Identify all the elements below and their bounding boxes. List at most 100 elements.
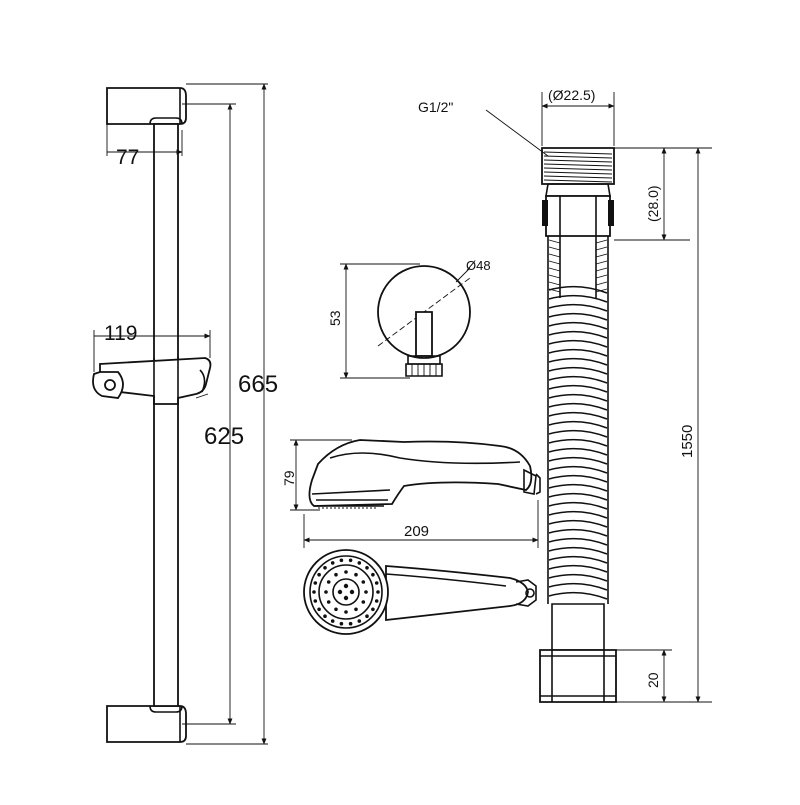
nozzle-dot: [374, 599, 379, 603]
hose-coil: [548, 528, 608, 537]
nozzle-dot: [323, 614, 327, 618]
nozzle-dot: [317, 607, 321, 612]
hose-coil: [548, 246, 608, 251]
nozzle-dot: [323, 566, 327, 570]
hose-coil: [548, 366, 608, 375]
nozzle-dot: [374, 581, 379, 585]
hose-coil: [548, 281, 608, 286]
hose-coil: [548, 288, 608, 293]
hose-coil: [548, 510, 608, 519]
nozzle-dot: [343, 583, 349, 589]
nozzle-dot: [334, 607, 338, 612]
handset-side-view: [290, 439, 541, 548]
nozzle-dot: [343, 595, 349, 601]
nozzle-dot: [354, 572, 358, 577]
hose-coil: [548, 546, 608, 555]
nozzle-dot: [344, 610, 348, 614]
hose-coil: [548, 260, 608, 265]
outlet-height-label: 53: [327, 310, 343, 326]
nozzle-dot: [365, 566, 369, 570]
hose-coil: [548, 402, 608, 411]
hose-thread-label: G1/2": [418, 99, 453, 115]
nozzle-dot: [371, 572, 375, 577]
nozzle-dot: [344, 570, 348, 574]
hose-coil: [548, 519, 608, 528]
hose-coil: [548, 483, 608, 492]
hose-coil: [548, 294, 608, 303]
nozzle-dot: [317, 572, 321, 577]
hose-coil: [548, 303, 608, 312]
rail-inner-height-label: 625: [204, 423, 244, 450]
rail-width-label: 77: [116, 146, 139, 169]
hose-coil: [548, 555, 608, 564]
nozzle-dot: [337, 589, 343, 595]
hose-coil: [548, 267, 608, 272]
hose-coil: [548, 274, 608, 279]
hose-coil: [548, 330, 608, 339]
hose-coil: [548, 501, 608, 510]
handset-height-label: 79: [281, 470, 297, 486]
hose-coil: [548, 582, 608, 591]
hose-coil: [548, 411, 608, 420]
holder-width-label: 119: [104, 322, 137, 345]
hose-coil: [548, 474, 608, 483]
hose-coil: [548, 420, 608, 429]
hose-coil: [548, 253, 608, 258]
hose-coil: [548, 339, 608, 348]
hose-coil: [548, 312, 608, 321]
hose-coil: [548, 285, 608, 294]
nut-thread-line: [543, 167, 613, 171]
nozzle-dot: [330, 561, 335, 565]
nut-thread-line: [543, 159, 613, 163]
wall-outlet: [340, 263, 471, 379]
hose-coil: [548, 573, 608, 582]
nozzle-dot: [361, 580, 366, 584]
hose-coil: [548, 375, 608, 384]
nozzle-dot: [334, 572, 338, 577]
hose-diameter-label: (Ø22.5): [548, 87, 595, 103]
handset-length-label: 209: [404, 523, 429, 540]
hose-coil: [548, 564, 608, 573]
hose-coil: [548, 591, 608, 600]
nozzle-dot: [357, 561, 362, 565]
nozzle-dot: [365, 614, 369, 618]
nozzle-dot: [324, 590, 328, 594]
hose-coil: [548, 348, 608, 357]
slide-rail: [92, 87, 212, 743]
nozzle-dot: [313, 599, 318, 603]
nozzle-dot: [339, 558, 344, 563]
hose-coil: [548, 447, 608, 456]
nut-thread-line: [543, 179, 613, 183]
hose-coil: [548, 465, 608, 474]
nozzle-dot: [313, 581, 318, 585]
nut-thread-line: [543, 171, 613, 175]
nut-thread-line: [543, 163, 613, 167]
nozzle-dot: [357, 619, 362, 623]
nut-thread-line: [543, 151, 613, 155]
hose-end-length-label: 20: [645, 672, 661, 688]
nozzle-dot: [348, 558, 353, 563]
nozzle-dot: [348, 621, 353, 626]
nozzle-dot: [364, 590, 368, 594]
nozzle-dot: [339, 621, 344, 626]
rail-outer-height-label: 665: [238, 371, 278, 398]
hose-coil: [548, 429, 608, 438]
nozzle-dot: [330, 619, 335, 623]
nozzle-dot: [326, 580, 331, 584]
nozzle-dot: [312, 590, 316, 594]
hose-coil: [548, 393, 608, 402]
hose-coil: [548, 456, 608, 465]
nut-thread-line: [543, 175, 613, 179]
hose-length-label: 1550: [679, 425, 696, 458]
nozzle-dot: [326, 600, 331, 604]
rail-dimensions: [93, 83, 268, 745]
hose-coil: [548, 537, 608, 546]
nozzle-dot: [376, 590, 380, 594]
nozzle-dot: [354, 607, 358, 612]
shower-hose: [485, 92, 712, 703]
nozzle-dot: [371, 607, 375, 612]
handset-front-view: [303, 549, 537, 635]
hose-nut-length-label: (28.0): [645, 185, 661, 222]
hose-coil: [548, 321, 608, 330]
